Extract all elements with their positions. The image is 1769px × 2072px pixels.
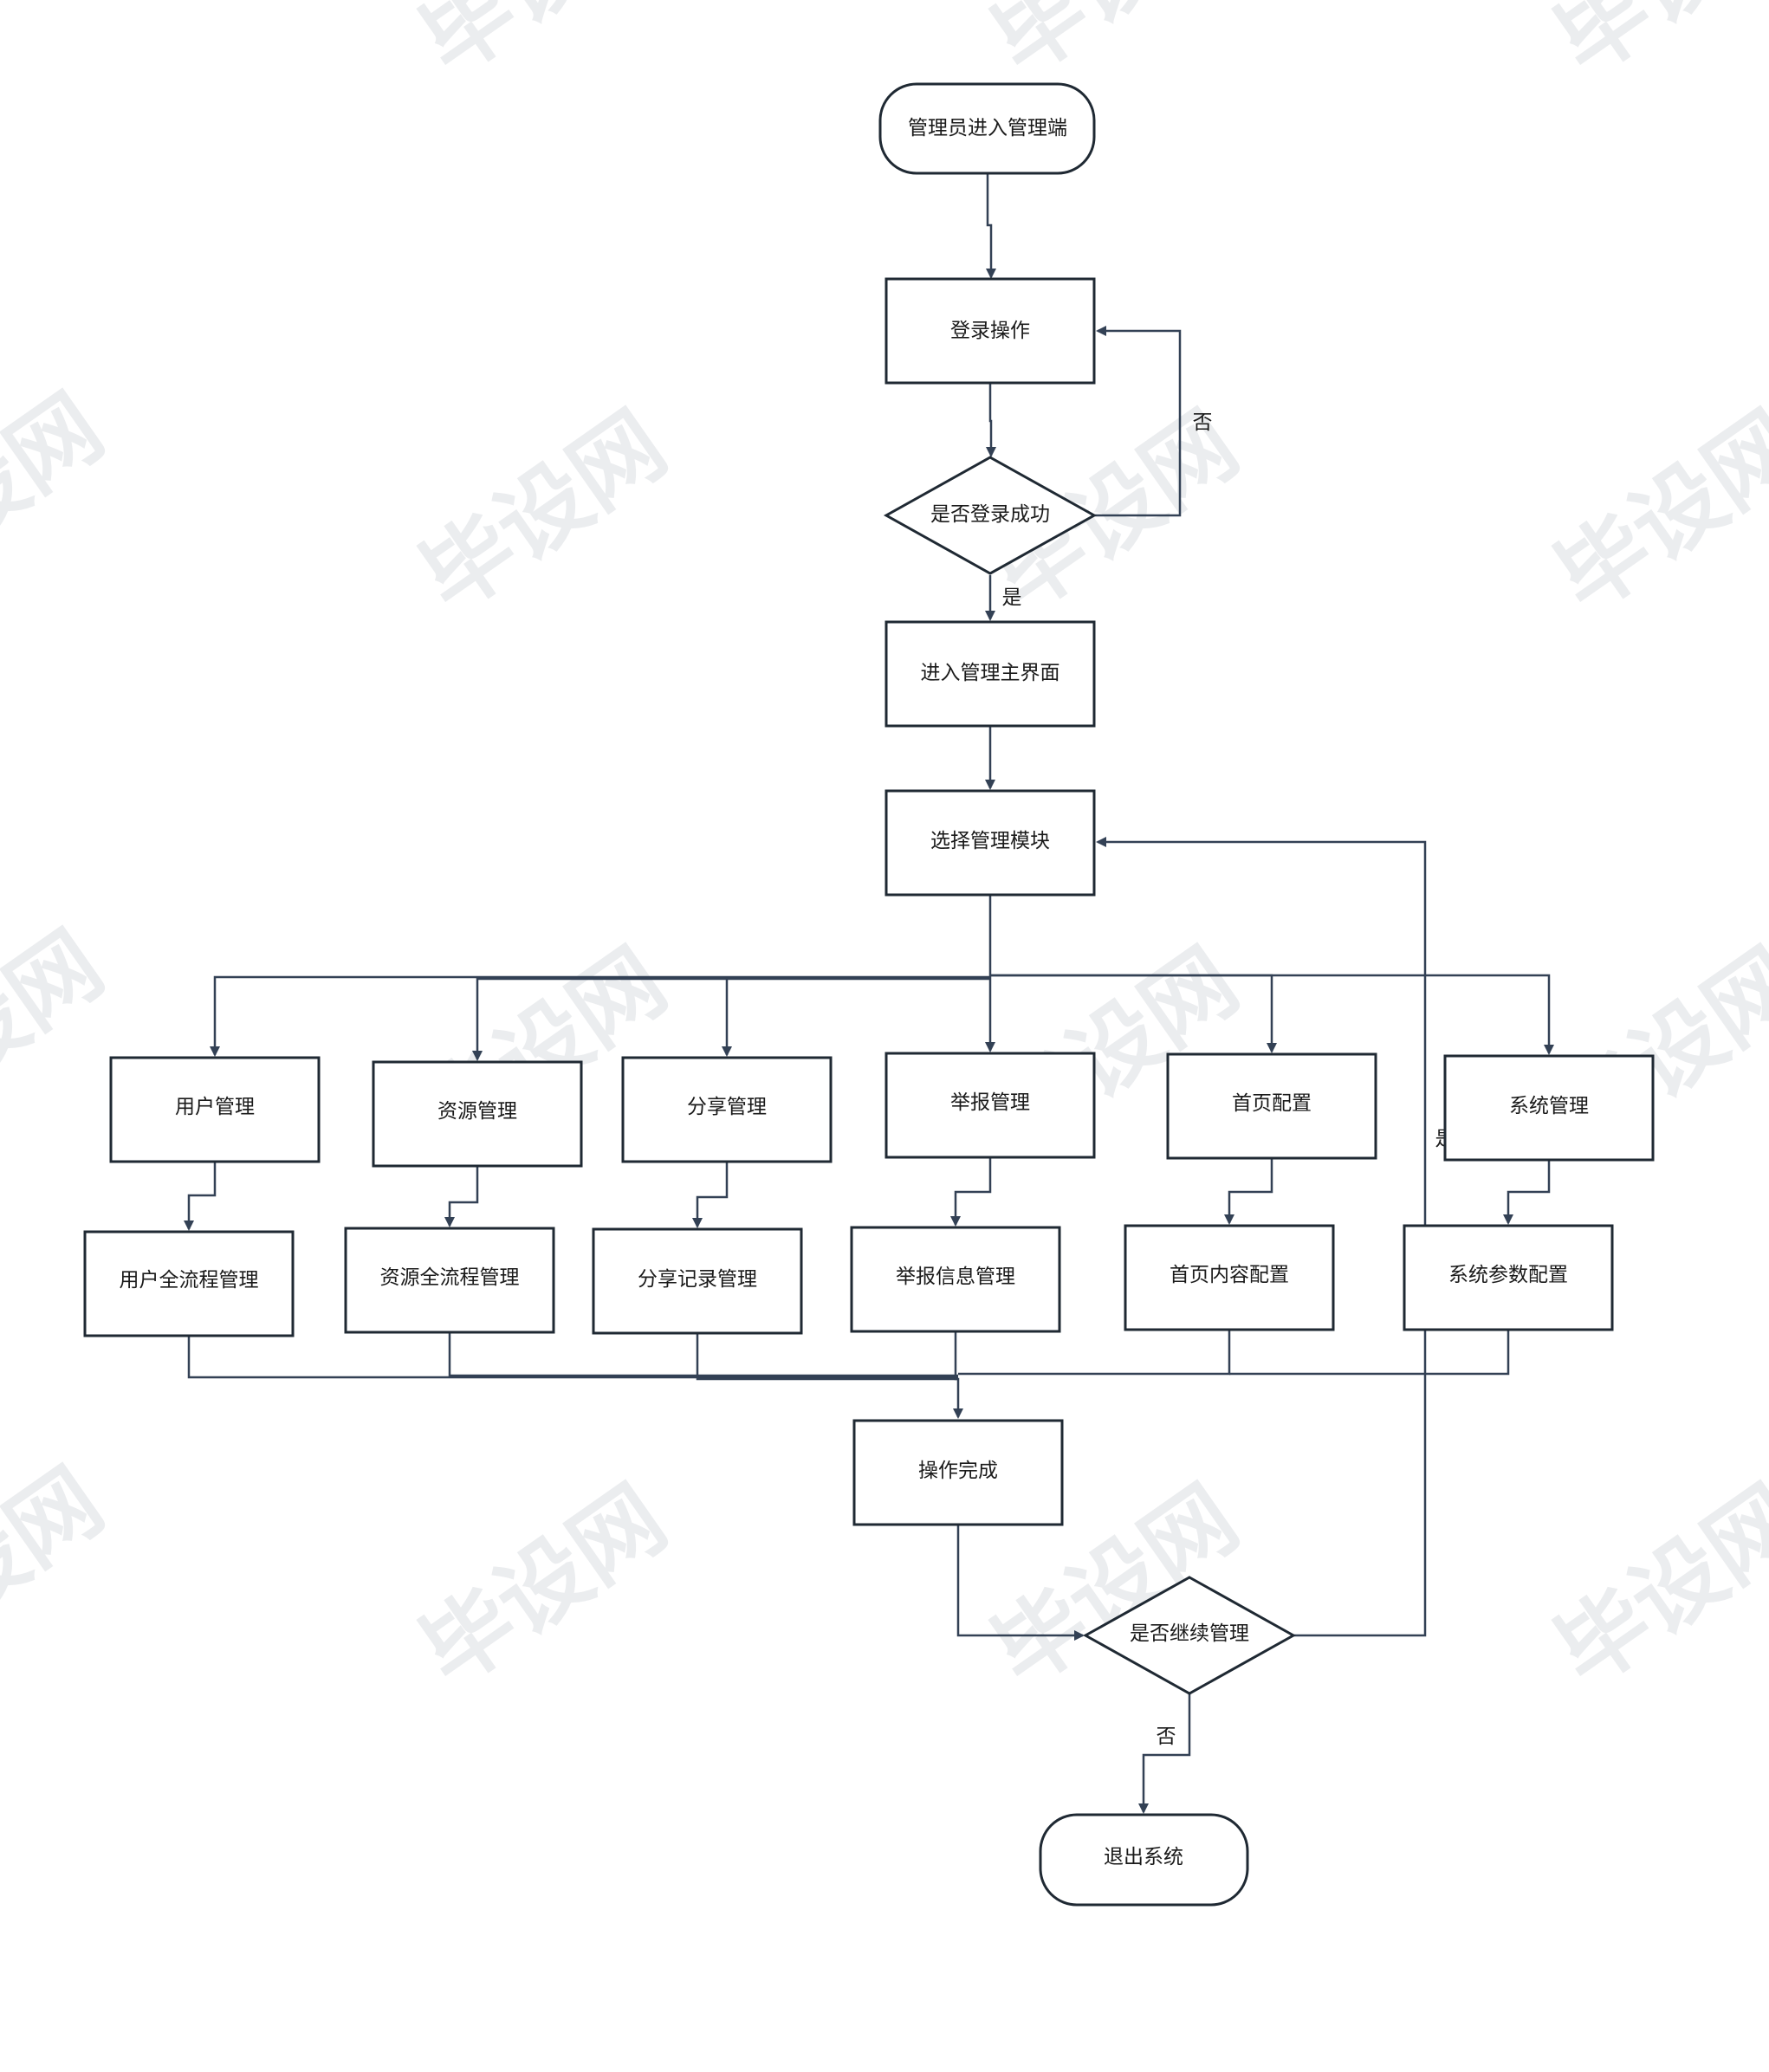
- node-user-flow-mgmt: 用户全流程管理: [83, 1230, 295, 1337]
- edge-share-record-to-done: [696, 1333, 958, 1381]
- node-exit: 退出系统: [1039, 1813, 1249, 1907]
- terminator-shape: [1039, 1813, 1249, 1907]
- decision-shape: [1082, 1576, 1297, 1695]
- node-label-resource-mgmt: 资源管理: [437, 1100, 517, 1123]
- node-label-login-check: 是否登录成功: [930, 503, 1050, 526]
- node-label-system-param-config: 系统参数配置: [1448, 1264, 1568, 1286]
- edge-start-to-login: [986, 173, 996, 279]
- process-shape: [109, 1056, 321, 1163]
- edge-home-config-to-content: [1224, 1158, 1273, 1225]
- node-op-done: 操作完成: [852, 1419, 1064, 1526]
- node-label-system-mgmt: 系统管理: [1509, 1095, 1589, 1117]
- edge-check-no-to-login: [1094, 326, 1182, 517]
- process-shape: [621, 1056, 833, 1163]
- edge-bus-to-resource-mgmt: [472, 977, 990, 1061]
- watermark: 毕设网: [1537, 392, 1769, 633]
- process-shape: [884, 277, 1096, 385]
- edge-bus-to-user-mgmt: [210, 975, 990, 1057]
- edge-home-content-to-done: [958, 1330, 1231, 1376]
- node-label-user-flow-mgmt: 用户全流程管理: [120, 1269, 259, 1292]
- edge-resource-mgmt-to-flow: [444, 1166, 479, 1227]
- node-login-check: 是否登录成功: [883, 456, 1098, 575]
- edge-continue-no-to-exit: [1138, 1693, 1191, 1814]
- node-label-main-ui: 进入管理主界面: [921, 662, 1060, 684]
- node-label-home-config: 首页配置: [1232, 1092, 1312, 1115]
- node-start: 管理员进入管理端: [878, 82, 1096, 175]
- node-label-start: 管理员进入管理端: [908, 117, 1067, 139]
- process-shape: [344, 1227, 555, 1334]
- process-shape: [1124, 1224, 1335, 1331]
- edge-user-mgmt-to-flow: [184, 1162, 217, 1231]
- edge-report-info-to-done: [953, 1331, 963, 1419]
- watermark: 毕设网: [0, 1448, 121, 1690]
- node-label-share-record-mgmt: 分享记录管理: [638, 1268, 757, 1291]
- node-label-resource-flow-mgmt: 资源全流程管理: [380, 1266, 520, 1289]
- node-login: 登录操作: [884, 277, 1096, 385]
- decision-shape: [883, 456, 1098, 575]
- process-shape: [884, 620, 1096, 728]
- edge-share-mgmt-to-record: [692, 1162, 729, 1228]
- node-label-report-mgmt: 举报管理: [950, 1091, 1030, 1114]
- edge-label-login-no: 否: [1193, 411, 1213, 434]
- edge-label-login-yes: 是: [1002, 586, 1022, 609]
- process-shape: [1166, 1052, 1377, 1160]
- edges: [184, 173, 1554, 1814]
- watermark: 毕设网: [402, 1466, 684, 1707]
- node-resource-mgmt: 资源管理: [372, 1060, 583, 1168]
- node-label-user-mgmt: 用户管理: [175, 1096, 255, 1118]
- process-shape: [83, 1230, 295, 1337]
- edge-bus-to-system-mgmt: [990, 974, 1554, 1055]
- node-label-share-mgmt: 分享管理: [687, 1096, 767, 1118]
- node-select-module: 选择管理模块: [884, 789, 1096, 897]
- node-report-info-mgmt: 举报信息管理: [850, 1226, 1061, 1333]
- node-user-mgmt: 用户管理: [109, 1056, 321, 1163]
- node-main-ui: 进入管理主界面: [884, 620, 1096, 728]
- process-shape: [850, 1226, 1061, 1333]
- process-shape: [592, 1227, 803, 1335]
- edge-login-to-check: [986, 383, 996, 457]
- node-share-mgmt: 分享管理: [621, 1056, 833, 1163]
- nodes: 管理员进入管理端 登录操作 是否登录成功 进入管理主界面 选择管理模块 用户管理…: [83, 82, 1655, 1907]
- node-label-op-done: 操作完成: [918, 1460, 998, 1482]
- edge-user-flow-to-done: [187, 1336, 958, 1379]
- node-home-content-config: 首页内容配置: [1124, 1224, 1335, 1331]
- watermark: 毕设网: [0, 911, 121, 1153]
- edge-resource-flow-to-done: [448, 1332, 958, 1377]
- node-label-select-module: 选择管理模块: [930, 830, 1050, 852]
- watermark: 毕设网: [402, 392, 684, 633]
- node-label-home-content-config: 首页内容配置: [1170, 1264, 1289, 1286]
- edge-done-to-continue-check: [956, 1525, 1085, 1641]
- process-shape: [884, 1052, 1096, 1159]
- edge-system-mgmt-to-param: [1503, 1160, 1551, 1225]
- node-share-record-mgmt: 分享记录管理: [592, 1227, 803, 1335]
- terminator-shape: [878, 82, 1096, 175]
- node-continue-check: 是否继续管理: [1082, 1576, 1297, 1695]
- node-report-mgmt: 举报管理: [884, 1052, 1096, 1159]
- process-shape: [852, 1419, 1064, 1526]
- edge-report-mgmt-to-info: [950, 1157, 992, 1227]
- node-home-config: 首页配置: [1166, 1052, 1377, 1160]
- node-label-report-info-mgmt: 举报信息管理: [896, 1266, 1015, 1288]
- watermark: 毕设网: [402, 0, 684, 95]
- process-shape: [1403, 1224, 1614, 1331]
- node-system-param-config: 系统参数配置: [1403, 1224, 1614, 1331]
- node-label-continue-check: 是否继续管理: [1130, 1622, 1249, 1645]
- node-system-mgmt: 系统管理: [1443, 1054, 1655, 1162]
- watermark: 毕设网: [0, 374, 121, 616]
- node-label-login: 登录操作: [950, 320, 1030, 342]
- node-resource-flow-mgmt: 资源全流程管理: [344, 1227, 555, 1334]
- watermark: 毕设网: [974, 0, 1256, 95]
- watermark: 毕设网: [1537, 1466, 1769, 1707]
- edge-label-continue-no: 否: [1157, 1726, 1176, 1748]
- process-shape: [372, 1060, 583, 1168]
- process-shape: [884, 789, 1096, 897]
- edge-system-param-to-done: [1229, 1330, 1510, 1376]
- watermark: 毕设网: [1537, 0, 1769, 95]
- node-label-exit: 退出系统: [1104, 1846, 1183, 1868]
- process-shape: [1443, 1054, 1655, 1162]
